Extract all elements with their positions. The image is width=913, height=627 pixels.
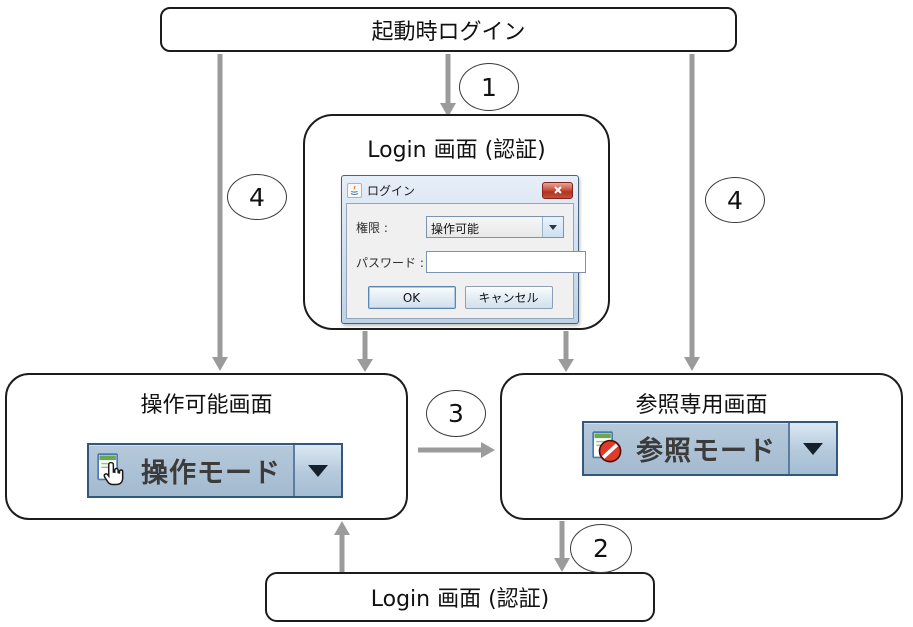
hand-cursor-icon (96, 452, 132, 490)
operation-mode-selector[interactable]: 操作モード (87, 443, 343, 498)
node-readonly-screen: 参照専用画面 参照モード (500, 373, 903, 520)
password-field[interactable] (426, 251, 586, 273)
login-dialog-body: 権限 : 操作可能 パスワード : OK キャンセル (346, 203, 586, 319)
reference-mode-selector[interactable]: 参照モード (582, 421, 838, 476)
node-readonly-screen-title: 参照専用画面 (635, 393, 768, 418)
node-operable-screen-title: 操作可能画面 (140, 393, 273, 418)
password-label: パスワード : (356, 255, 424, 270)
password-row: パスワード : (356, 251, 586, 273)
step-circle-4-left: 4 (227, 174, 287, 220)
step-number: 4 (727, 185, 743, 215)
step-circle-1: 1 (459, 63, 519, 111)
operation-mode-label: 操作モード (141, 458, 281, 489)
step-circle-4-right: 4 (705, 177, 765, 223)
permission-label: 権限 : (356, 220, 388, 235)
operation-mode-current: 操作モード (89, 445, 293, 496)
arrowhead (481, 442, 495, 458)
arrowhead (357, 359, 373, 372)
chevron-down-icon (308, 464, 328, 477)
dialog-buttons: OK キャンセル (356, 286, 564, 309)
step-circle-2: 2 (570, 524, 632, 573)
arrowhead (334, 521, 350, 535)
prohibition-icon (591, 430, 627, 468)
node-operable-screen: 操作可能画面 操作モード (5, 373, 408, 520)
java-app-icon (347, 182, 362, 198)
cancel-button[interactable]: キャンセル (464, 286, 553, 309)
arrowhead (558, 359, 574, 372)
permission-select[interactable]: 操作可能 (426, 216, 564, 238)
combo-dropdown-button[interactable] (542, 217, 563, 237)
login-dialog: ログイン 権限 : 操作可能 (341, 175, 586, 324)
chevron-down-icon (803, 442, 823, 455)
mode-dropdown-button[interactable] (293, 445, 341, 496)
reference-mode-label: 参照モード (636, 436, 776, 467)
step-number: 1 (481, 72, 497, 102)
node-startup-login-label: 起動時ログイン (371, 19, 526, 45)
step-number: 2 (593, 534, 609, 563)
mode-dropdown-button[interactable] (788, 423, 836, 474)
node-login-screen-bottom-label: Login 画面 (認証) (370, 587, 550, 612)
node-startup-login: 起動時ログイン (160, 7, 737, 52)
node-login-screen-bottom: Login 画面 (認証) (265, 572, 655, 622)
step-number: 4 (249, 182, 265, 212)
step-circle-3: 3 (426, 390, 486, 437)
node-login-screen-top-title: Login 画面 (認証) (367, 138, 546, 163)
login-dialog-title: ログイン (367, 183, 416, 198)
step-number: 3 (448, 399, 464, 428)
arrowhead (212, 357, 228, 371)
close-x-icon (553, 186, 562, 194)
arrowhead (554, 558, 570, 572)
reference-mode-current: 参照モード (584, 423, 788, 474)
node-login-screen-top: Login 画面 (認証) ログイン (303, 114, 610, 330)
arrowhead (684, 357, 700, 371)
chevron-down-icon (549, 224, 557, 230)
close-button[interactable] (542, 181, 573, 199)
login-dialog-titlebar[interactable]: ログイン (346, 178, 574, 203)
ok-button[interactable]: OK (367, 286, 456, 309)
permission-value: 操作可能 (431, 222, 480, 236)
permission-row: 権限 : 操作可能 (356, 216, 564, 238)
